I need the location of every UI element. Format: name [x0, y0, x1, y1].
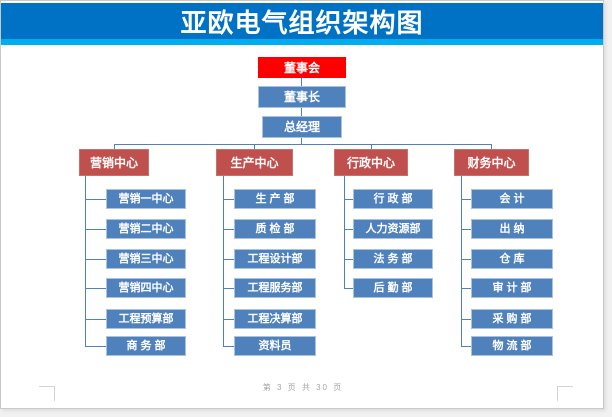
margin-corner-mark-right — [557, 386, 573, 401]
org-node-general-manager[interactable]: 总经理 — [262, 116, 342, 138]
org-node-logistics-dept[interactable]: 物 流 部 — [471, 336, 553, 356]
org-node-qc-dept[interactable]: 质 检 部 — [234, 219, 316, 239]
connector-tick — [85, 346, 106, 347]
connector-tick — [223, 229, 234, 230]
connector-tick — [344, 229, 353, 230]
connector-line — [301, 78, 302, 86]
page-title: 亚欧电气组织架构图 — [180, 7, 424, 38]
connector-tick — [223, 346, 234, 347]
org-node-finance-center[interactable]: 财务中心 — [454, 149, 529, 176]
connector-line — [254, 144, 255, 149]
connector-tick — [461, 199, 471, 200]
org-node-admin-dept[interactable]: 行 政 部 — [353, 189, 433, 209]
margin-corner-mark-left — [39, 386, 55, 401]
connector-tick — [223, 288, 234, 289]
connector-spine — [461, 176, 462, 346]
connector-tick — [461, 259, 471, 260]
org-node-business-dept[interactable]: 商 务 部 — [106, 336, 186, 356]
org-node-production-center[interactable]: 生产中心 — [216, 149, 293, 176]
org-node-logistics-support-dept[interactable]: 后 勤 部 — [353, 278, 433, 298]
org-node-warehouse[interactable]: 仓 库 — [471, 249, 553, 269]
connector-tick — [223, 199, 234, 200]
org-node-purchasing-dept[interactable]: 采 购 部 — [471, 309, 553, 329]
org-node-data-clerk[interactable]: 资料员 — [234, 336, 316, 356]
connector-bus — [114, 144, 492, 145]
org-node-audit-dept[interactable]: 审 计 部 — [471, 278, 553, 298]
connector-tick — [461, 346, 471, 347]
org-node-marketing-4[interactable]: 营销四中心 — [106, 278, 186, 298]
connector-tick — [223, 259, 234, 260]
connector-spine — [344, 176, 345, 288]
org-node-production-dept[interactable]: 生 产 部 — [234, 189, 316, 209]
connector-tick — [85, 229, 106, 230]
org-node-marketing-2[interactable]: 营销二中心 — [106, 219, 186, 239]
connector-line — [491, 144, 492, 149]
org-node-chairman[interactable]: 董事长 — [258, 86, 346, 108]
connector-line — [301, 108, 302, 116]
org-node-legal-dept[interactable]: 法 务 部 — [353, 249, 433, 269]
connector-tick — [461, 319, 471, 320]
connector-tick — [223, 319, 234, 320]
org-node-admin-center[interactable]: 行政中心 — [334, 149, 408, 176]
org-node-marketing-1[interactable]: 营销一中心 — [106, 189, 186, 209]
connector-tick — [344, 259, 353, 260]
document-page: 亚欧电气组织架构图 — [0, 0, 604, 409]
page-number: 第 3 页 共 30 页 — [262, 383, 344, 392]
connector-line — [301, 138, 302, 144]
connector-tick — [85, 319, 106, 320]
banner-accent-stripe — [1, 39, 603, 45]
connector-line — [371, 144, 372, 149]
connector-line — [114, 144, 115, 149]
connector-tick — [461, 288, 471, 289]
title-banner: 亚欧电气组织架构图 — [1, 3, 603, 39]
connector-tick — [461, 229, 471, 230]
org-node-eng-design-dept[interactable]: 工程设计部 — [234, 249, 316, 269]
connector-spine — [85, 176, 86, 346]
org-node-budget-dept[interactable]: 工程预算部 — [106, 309, 186, 329]
org-node-accounting[interactable]: 会 计 — [471, 189, 553, 209]
org-node-hr-dept[interactable]: 人力资源部 — [353, 219, 433, 239]
connector-tick — [85, 199, 106, 200]
org-node-eng-service-dept[interactable]: 工程服务部 — [234, 278, 316, 298]
org-node-marketing-3[interactable]: 营销三中心 — [106, 249, 186, 269]
connector-tick — [344, 288, 353, 289]
connector-spine — [223, 176, 224, 346]
org-node-eng-settlement-dept[interactable]: 工程决算部 — [234, 309, 316, 329]
org-node-board[interactable]: 董事会 — [258, 57, 346, 78]
org-node-cashier[interactable]: 出 纳 — [471, 219, 553, 239]
connector-tick — [85, 288, 106, 289]
org-node-marketing-center[interactable]: 营销中心 — [79, 149, 149, 176]
connector-tick — [344, 199, 353, 200]
connector-tick — [85, 259, 106, 260]
